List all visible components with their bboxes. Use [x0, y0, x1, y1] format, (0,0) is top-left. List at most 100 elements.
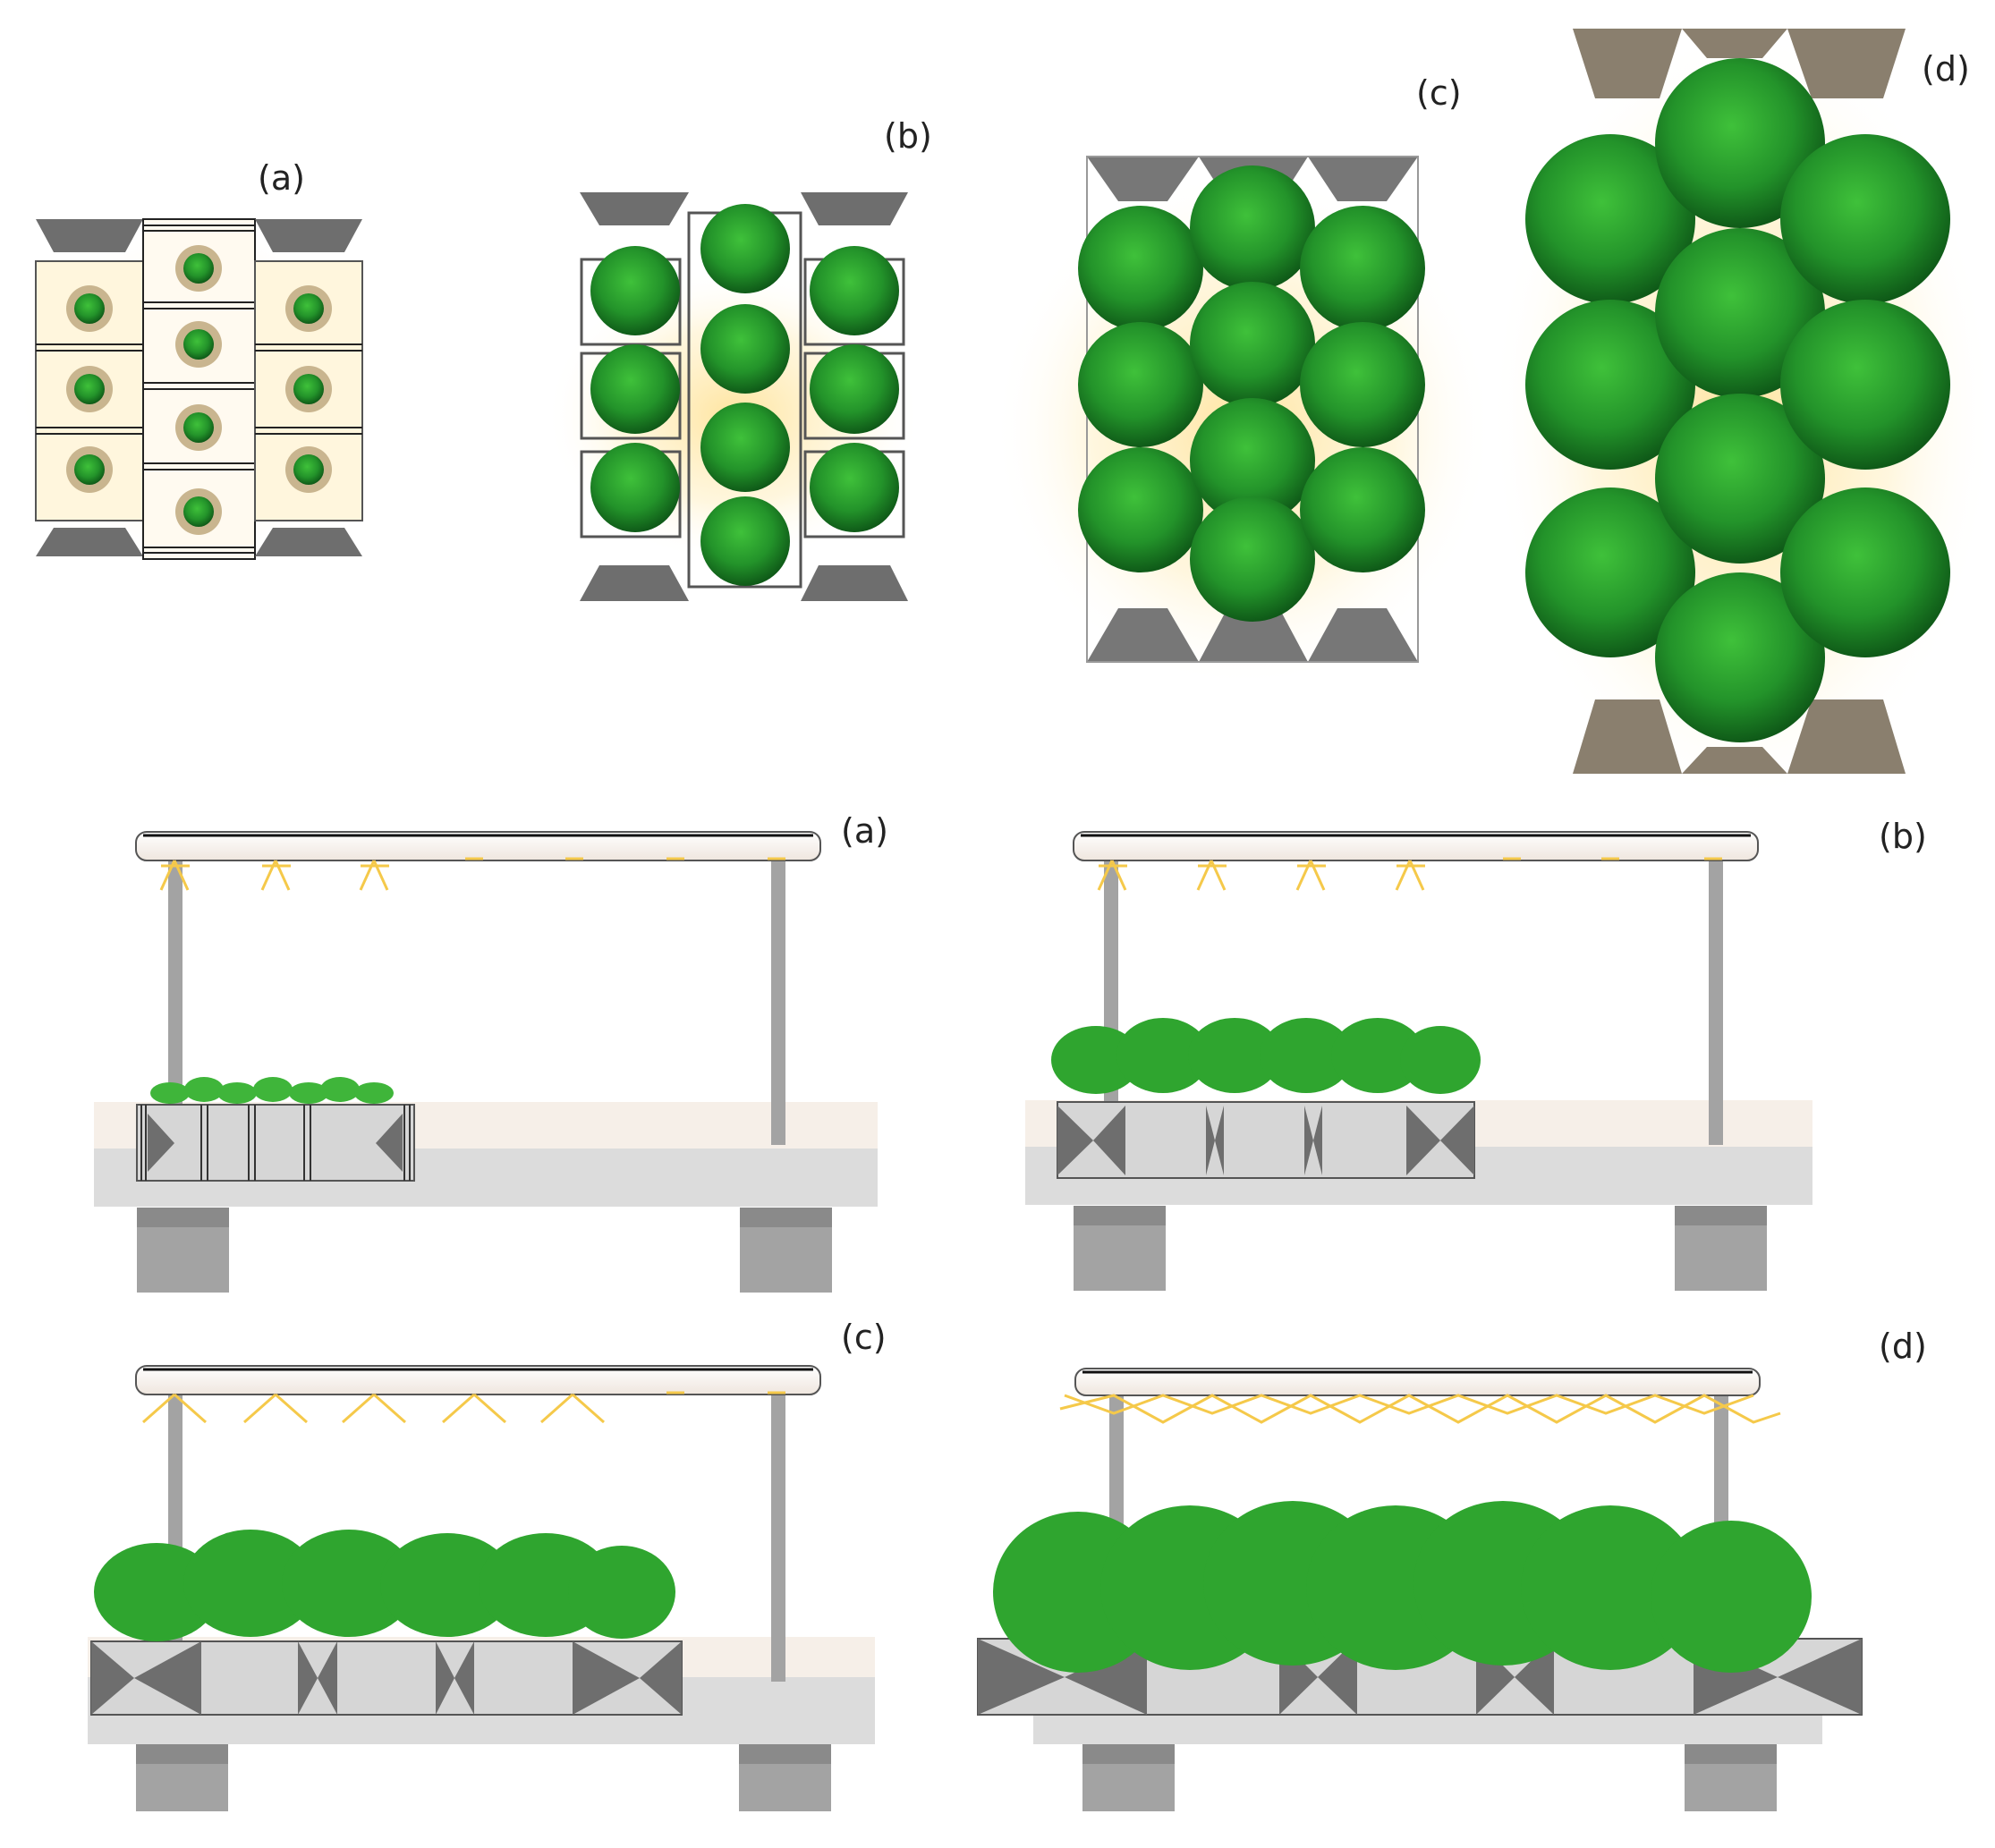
lettuce-head — [1300, 322, 1425, 447]
side-view-c-label: (c) — [841, 1318, 887, 1357]
lettuce-head — [1190, 496, 1315, 622]
light-rays — [159, 857, 785, 891]
lettuce-head — [1655, 58, 1825, 228]
lettuce-head — [1525, 134, 1695, 304]
end-cap-top — [801, 192, 908, 225]
grow-tray — [1057, 1101, 1475, 1179]
seedling — [74, 374, 105, 404]
top-view-b: (b) — [546, 116, 932, 601]
lettuce-head — [1190, 398, 1315, 523]
lettuce-head — [1078, 206, 1203, 331]
end-cap-top — [1308, 157, 1418, 201]
lettuce-row — [993, 1501, 1812, 1673]
lettuce-head — [1780, 134, 1950, 304]
lettuce-row — [94, 1530, 675, 1641]
lettuce-head — [1525, 487, 1695, 657]
grow-light-fixture — [135, 831, 821, 861]
end-cap-bottom — [1308, 608, 1418, 662]
light-rays — [1059, 1394, 1781, 1424]
lettuce-row — [1051, 1018, 1481, 1094]
seedling — [183, 253, 214, 284]
end-cap-top — [1573, 29, 1682, 98]
lettuce-head — [810, 344, 899, 434]
end-cap-bottom — [1199, 608, 1308, 662]
lettuce-head — [1655, 572, 1825, 742]
seedling — [293, 374, 324, 404]
lettuce-head — [1655, 394, 1825, 564]
lettuce-head — [1780, 300, 1950, 470]
lettuce-head — [1655, 228, 1825, 398]
end-cap-bottom — [580, 565, 689, 601]
lettuce-head — [1078, 322, 1203, 447]
end-cap-top — [36, 219, 143, 252]
lettuce-plants — [1525, 58, 1950, 742]
seedling — [183, 412, 214, 443]
top-view-d-label: (d) — [1922, 49, 1970, 89]
top-view-c: (c) — [993, 73, 1494, 689]
grow-tray — [90, 1640, 683, 1716]
lettuce-head — [590, 344, 680, 434]
seedling — [183, 329, 214, 360]
end-cap-bottom — [801, 565, 908, 601]
grow-light-fixture — [1074, 1368, 1761, 1396]
lettuce-head — [700, 496, 790, 586]
seedling — [74, 293, 105, 324]
side-view-a: (a) — [94, 811, 888, 1293]
lettuce-plants — [590, 204, 899, 586]
side-view-d-label: (d) — [1879, 1327, 1927, 1366]
lettuce-head — [1300, 447, 1425, 572]
grow-light-fixture — [1073, 831, 1759, 861]
light-post — [168, 854, 183, 1149]
top-view-c-label: (c) — [1416, 73, 1462, 113]
light-post — [1709, 854, 1723, 1145]
grow-light-fixture — [135, 1365, 821, 1395]
light-rays — [1097, 857, 1722, 891]
top-view-b-label: (b) — [884, 116, 932, 156]
end-cap-bottom — [1682, 747, 1787, 774]
end-cap-bottom — [255, 528, 362, 556]
light-post — [771, 854, 785, 1145]
top-view-d: (d) — [1490, 27, 1995, 805]
lettuce-head — [700, 304, 790, 394]
tray-dividers — [36, 343, 362, 435]
grow-tray — [136, 1104, 415, 1182]
seedling — [293, 293, 324, 324]
lettuce-head — [700, 403, 790, 492]
seedling — [74, 454, 105, 485]
seedling — [293, 454, 324, 485]
lettuce-head — [1300, 206, 1425, 331]
end-cap-bottom — [36, 528, 143, 556]
side-view-b: (b) — [1025, 817, 1927, 1291]
seedling — [183, 496, 214, 527]
seedlings — [150, 1077, 394, 1104]
light-post — [771, 1391, 785, 1682]
lettuce-head — [590, 246, 680, 335]
lettuce-head — [590, 443, 680, 532]
end-cap-bottom — [1787, 699, 1906, 774]
end-cap-top — [1682, 29, 1787, 58]
top-view-a: (a) — [18, 158, 376, 564]
lettuce-head — [810, 443, 899, 532]
seedling-plants — [66, 245, 332, 535]
side-view-a-label: (a) — [841, 811, 888, 851]
end-cap-bottom — [1087, 608, 1199, 662]
side-view-b-label: (b) — [1879, 817, 1927, 856]
end-cap-top — [580, 192, 689, 225]
lettuce-head — [1078, 447, 1203, 572]
lettuce-head — [810, 246, 899, 335]
end-cap-bottom — [1573, 699, 1682, 774]
end-cap-top — [1787, 29, 1906, 98]
side-view-d: (d) — [977, 1327, 1927, 1811]
top-view-a-label: (a) — [258, 158, 305, 198]
light-rays — [142, 1391, 785, 1424]
lettuce-head — [700, 204, 790, 293]
lettuce-plants — [1078, 165, 1425, 622]
end-cap-top — [1087, 157, 1199, 201]
lettuce-head — [1190, 282, 1315, 407]
lettuce-head — [1190, 165, 1315, 291]
lettuce-head — [1780, 487, 1950, 657]
side-view-c: (c) — [88, 1318, 887, 1811]
lettuce-head — [1525, 300, 1695, 470]
end-cap-top — [255, 219, 362, 252]
